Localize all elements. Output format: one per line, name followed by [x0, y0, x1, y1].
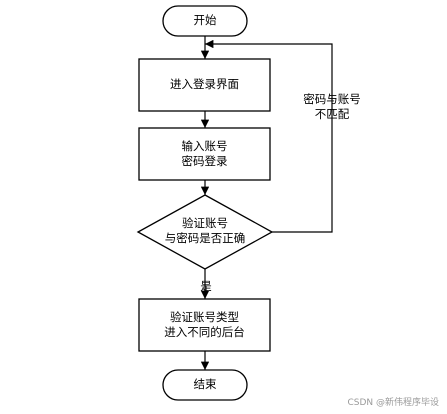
route-line1: 验证账号类型: [170, 310, 239, 324]
yes-label: 是: [196, 279, 216, 294]
end-label: 结束: [163, 377, 247, 392]
watermark-text: CSDN @新伟程序毕设: [347, 398, 439, 408]
login-page-label-text: 进入登录界面: [170, 77, 239, 91]
start-label: 开始: [163, 13, 247, 28]
route-label: 验证账号类型 进入不同的后台: [139, 310, 270, 340]
yes-label-text: 是: [200, 279, 212, 293]
verify-label: 验证账号 与密码是否正确: [138, 216, 272, 246]
mismatch-line1: 密码与账号: [303, 92, 361, 106]
mismatch-label: 密码与账号 不匹配: [292, 92, 372, 122]
route-process: [138, 298, 271, 352]
end-label-text: 结束: [193, 377, 217, 391]
login-page-label: 进入登录界面: [139, 77, 270, 92]
start-label-text: 开始: [193, 13, 217, 27]
verify-line2: 与密码是否正确: [164, 231, 246, 245]
watermark: CSDN @新伟程序毕设: [347, 395, 439, 408]
route-line2: 进入不同的后台: [164, 325, 245, 339]
input-account-line2: 密码登录: [181, 154, 228, 168]
input-account-line1: 输入账号: [181, 139, 228, 153]
verify-line1: 验证账号: [182, 216, 228, 230]
mismatch-line2: 不匹配: [314, 107, 350, 121]
login-page-process: [138, 58, 271, 112]
edge-mismatch-loop: [205, 39, 333, 233]
input-account-label: 输入账号 密码登录: [139, 139, 270, 169]
